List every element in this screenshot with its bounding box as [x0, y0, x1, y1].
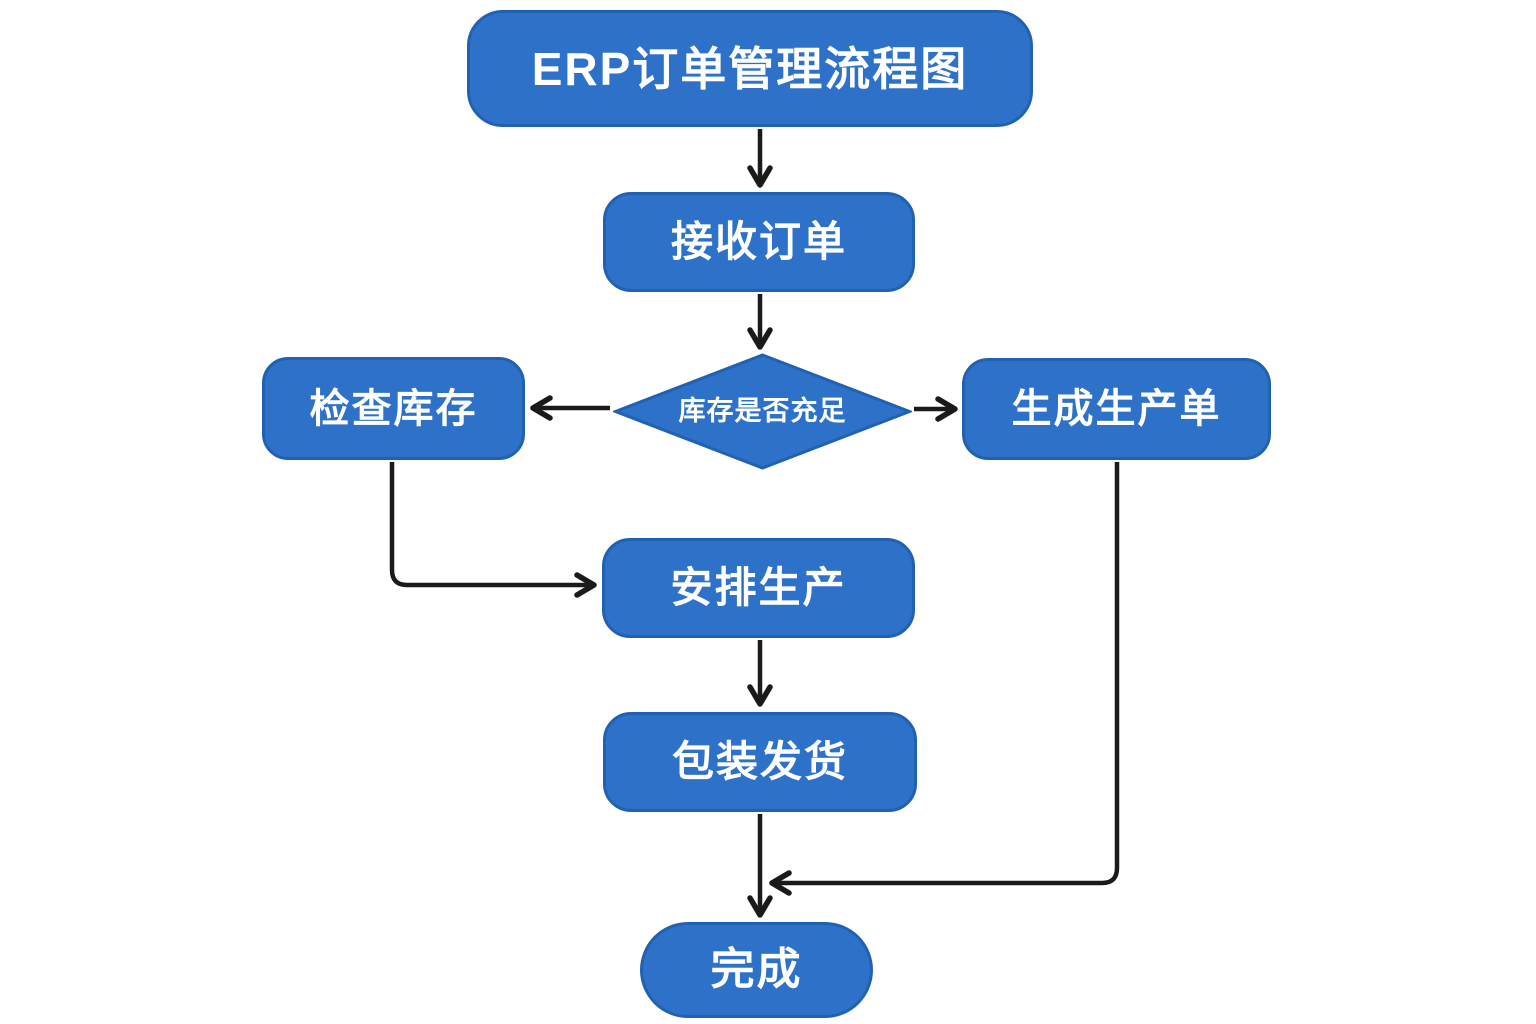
- node-check-inventory: 检查库存: [262, 357, 525, 460]
- node-pack-ship-label: 包装发货: [671, 738, 848, 785]
- node-done: 完成: [640, 922, 873, 1018]
- node-done-label: 完成: [710, 945, 803, 994]
- node-pack-ship: 包装发货: [603, 712, 917, 812]
- node-generate-production-order-label: 生成生产单: [1011, 387, 1222, 431]
- node-inventory-decision: 库存是否充足: [613, 353, 912, 470]
- node-generate-production-order: 生成生产单: [962, 358, 1271, 460]
- node-title-label: ERP订单管理流程图: [531, 42, 969, 95]
- node-inventory-decision-label: 库存是否充足: [678, 396, 847, 426]
- edge-check-to-arrange: [389, 462, 597, 598]
- node-title: ERP订单管理流程图: [467, 10, 1033, 127]
- node-check-inventory-label: 检查库存: [309, 386, 478, 431]
- node-receive-order: 接收订单: [603, 192, 915, 292]
- edge-generate-to-done: [769, 462, 1120, 896]
- node-arrange-production-label: 安排生产: [670, 564, 847, 611]
- node-receive-order-label: 接收订单: [670, 218, 847, 265]
- diamond-shape: [613, 353, 912, 470]
- node-arrange-production: 安排生产: [602, 538, 915, 638]
